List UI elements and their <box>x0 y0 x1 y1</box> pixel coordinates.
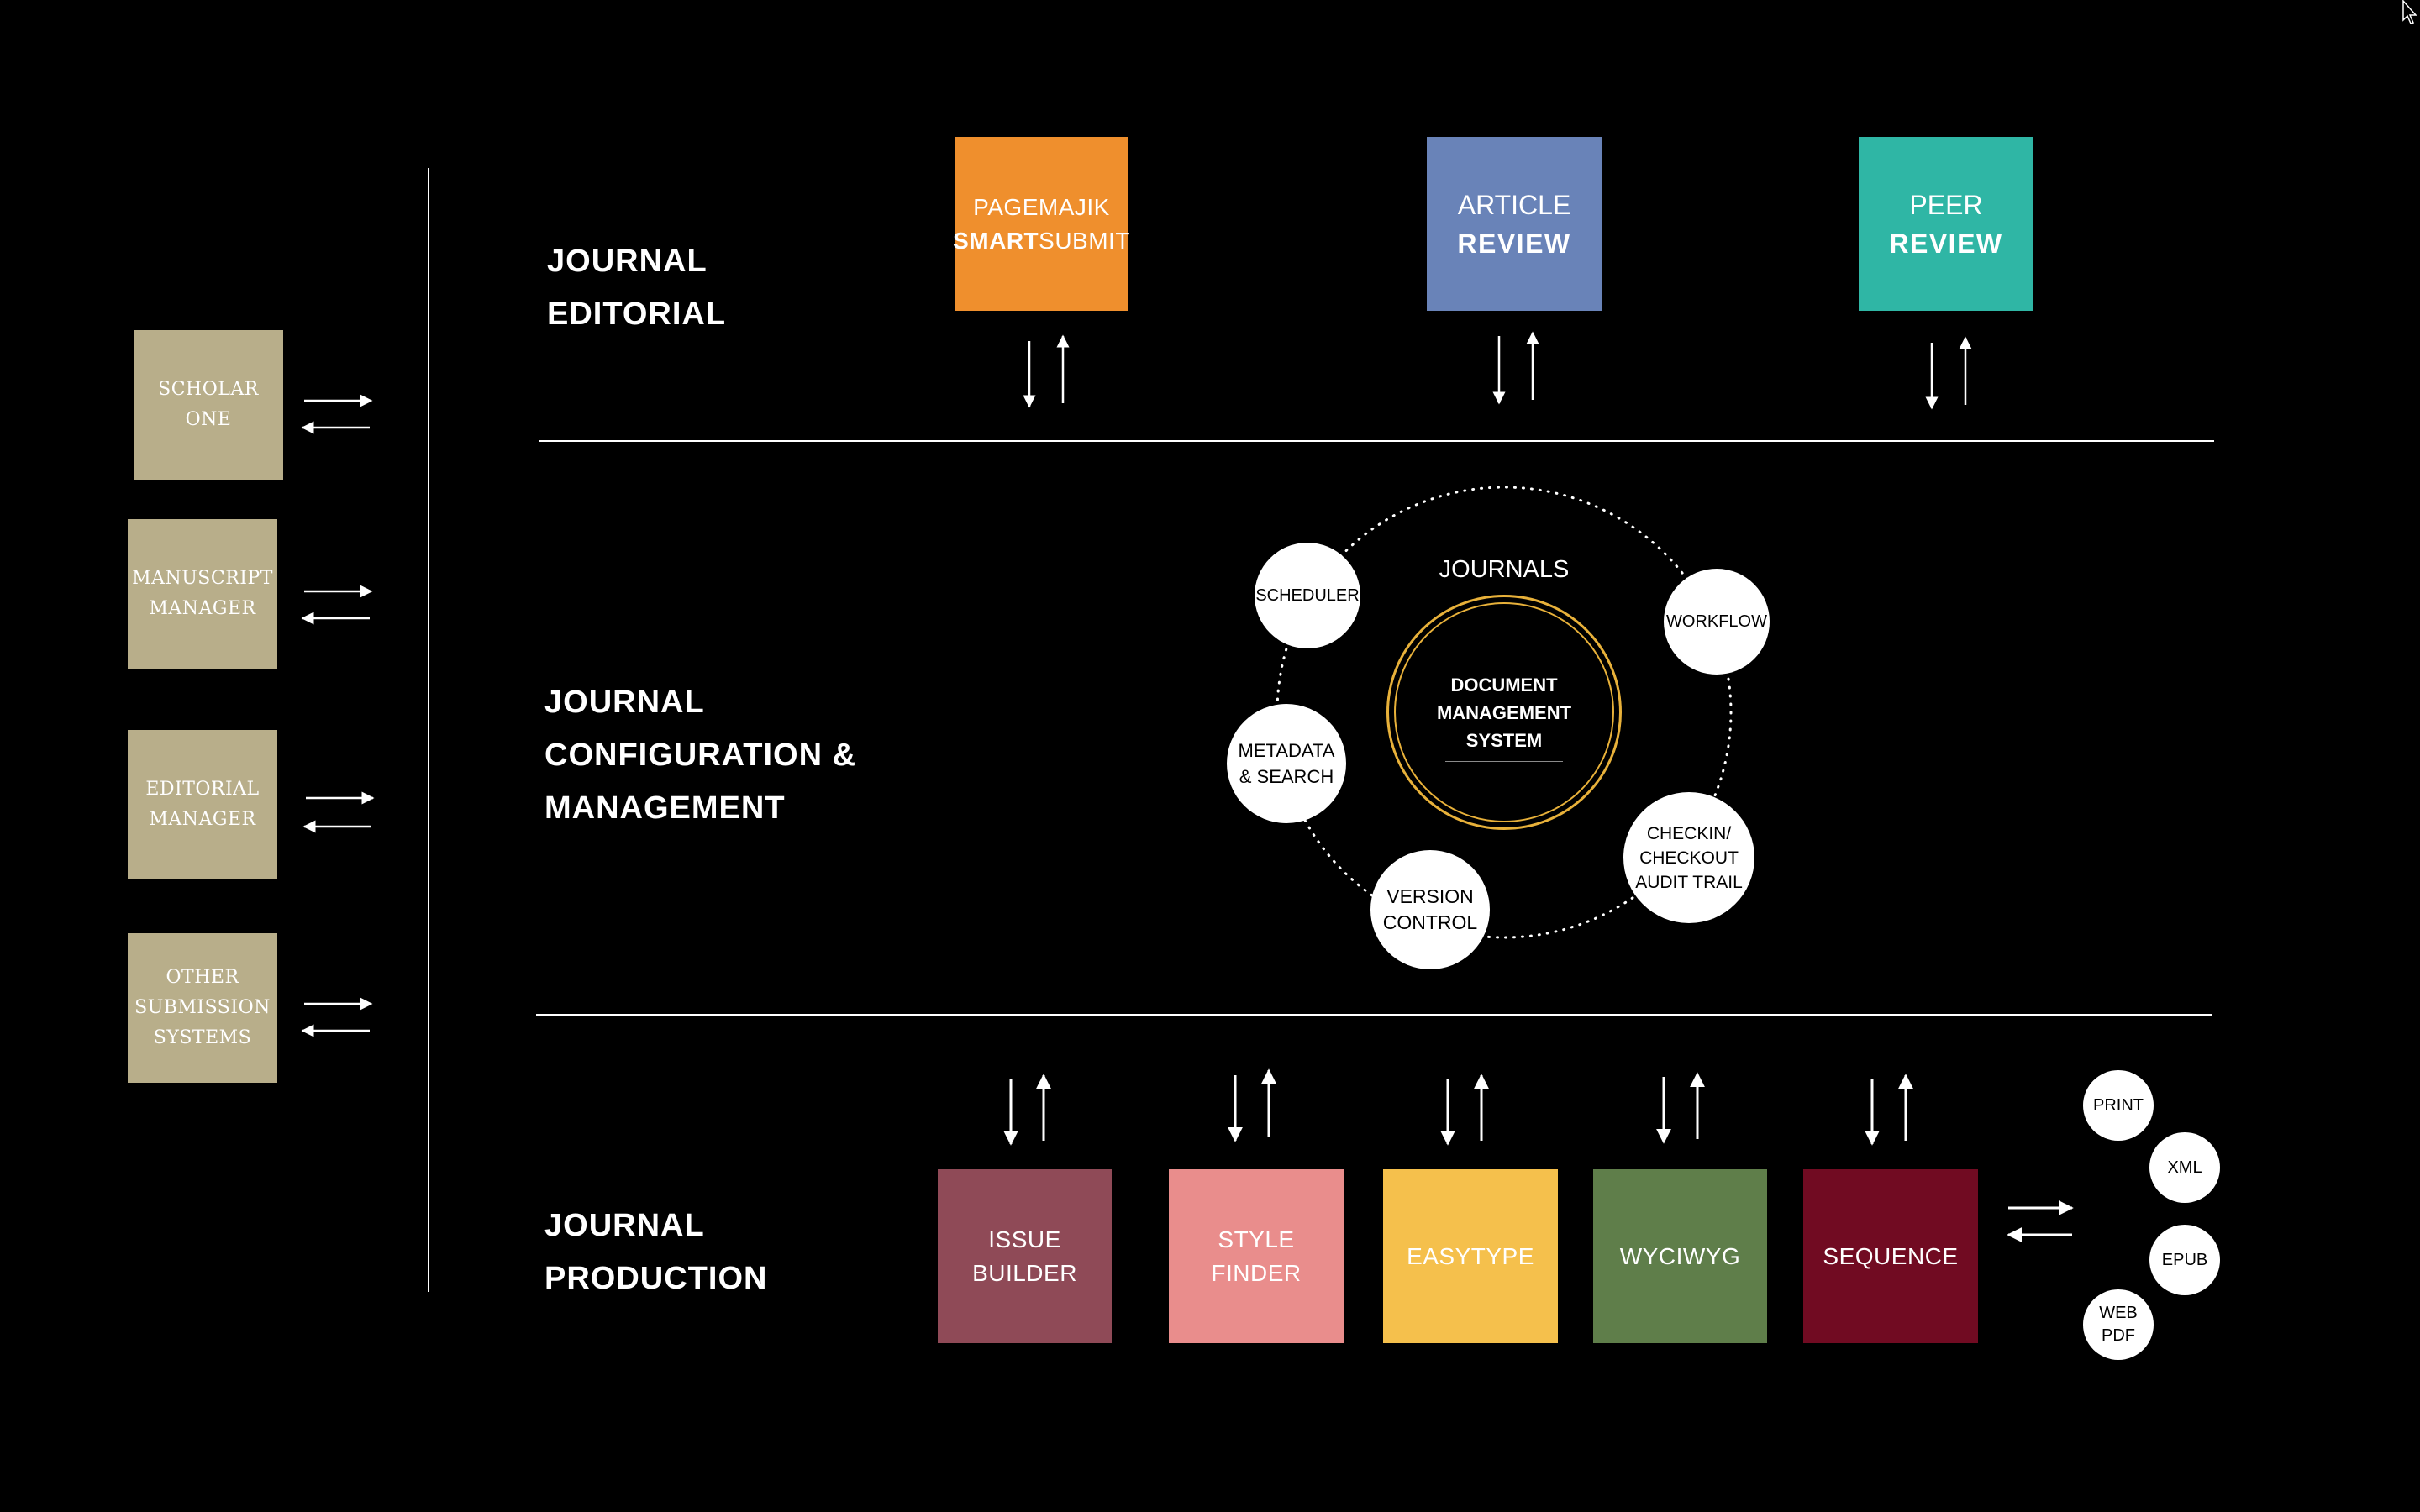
editorial-arrows <box>1023 331 1972 410</box>
section-line1: JOURNAL <box>544 685 705 720</box>
dms-line2: MANAGEMENT <box>1436 701 1572 723</box>
module-line2-bold: SMART <box>953 227 1039 254</box>
article-review-module[interactable]: ARTICLE REVIEW <box>1427 137 1602 311</box>
module-line2: SMARTSUBMIT <box>953 224 1130 258</box>
peer-review-module[interactable]: PEER REVIEW <box>1859 137 2033 311</box>
dms-orbit <box>1276 486 1733 939</box>
bubble-label: PRINT <box>2093 1095 2144 1115</box>
style-finder-module[interactable]: STYLE FINDER <box>1169 1169 1344 1343</box>
bubble-line2: & SEARCH <box>1239 766 1334 787</box>
sys-label-line1: OTHER <box>166 967 239 988</box>
workflow-bubble[interactable]: WORKFLOW <box>1664 569 1770 675</box>
module-line1: STYLE <box>1218 1226 1295 1252</box>
section-line3: MANAGEMENT <box>544 790 786 826</box>
document-management-system[interactable]: DOCUMENT MANAGEMENT SYSTEM <box>1386 595 1622 830</box>
bubble-label: EPUB <box>2161 1250 2208 1269</box>
editorial-manager-box[interactable]: EDITORIAL MANAGER <box>128 730 277 879</box>
module-line1: PAGEMAJIK <box>973 193 1110 220</box>
sys-label-line1: SCHOLAR <box>158 379 259 400</box>
section-journal-configuration: JOURNAL CONFIGURATION & MANAGEMENT <box>544 676 856 835</box>
sys-label-line1: MANUSCRIPT <box>132 568 273 589</box>
module-line1: PEER <box>1909 189 1983 220</box>
sys-label-line2: MANAGER <box>149 809 256 830</box>
sys-label-line2: ONE <box>185 409 232 430</box>
dms-line3: SYSTEM <box>1465 729 1543 751</box>
bubble-label: SCHEDULER <box>1255 585 1360 605</box>
bubble-line2: CONTROL <box>1382 911 1478 933</box>
journals-label: JOURNALS <box>1439 556 1570 583</box>
production-arrows <box>1003 1068 1913 1146</box>
xml-output-bubble[interactable]: XML <box>2149 1132 2220 1203</box>
print-output-bubble[interactable]: PRINT <box>2083 1070 2154 1141</box>
section-line1: JOURNAL <box>547 244 708 279</box>
bubble-line1: WEB <box>2099 1304 2138 1322</box>
bubble-label: WORKFLOW <box>1666 612 1767 631</box>
bubble-line1: VERSION <box>1386 885 1474 907</box>
section-line2: EDITORIAL <box>547 297 727 332</box>
submission-arrows <box>301 394 375 1037</box>
bubble-line3: AUDIT TRAIL <box>1635 872 1743 892</box>
epub-output-bubble[interactable]: EPUB <box>2149 1225 2220 1295</box>
wyciwyg-module[interactable]: WYCIWYG <box>1593 1169 1767 1343</box>
bubble-line2: CHECKOUT <box>1639 848 1739 868</box>
module-line1: EASYTYPE <box>1407 1242 1534 1269</box>
sequence-module[interactable]: SEQUENCE <box>1803 1169 1978 1343</box>
section-journal-production: JOURNAL PRODUCTION <box>544 1200 767 1305</box>
dms-inner-ring: DOCUMENT MANAGEMENT SYSTEM <box>1394 602 1614 822</box>
dms-rule-bottom <box>1445 760 1563 762</box>
module-line1: ISSUE <box>988 1226 1061 1252</box>
section-line2: PRODUCTION <box>544 1261 768 1296</box>
module-line1: ARTICLE <box>1457 189 1571 220</box>
other-submission-systems-box[interactable]: OTHER SUBMISSION SYSTEMS <box>128 933 277 1083</box>
bubble-label: XML <box>2167 1158 2202 1177</box>
bubble-line1: METADATA <box>1238 740 1335 761</box>
cursor-icon <box>2402 0 2417 24</box>
sys-label-line1: EDITORIAL <box>145 779 260 800</box>
dms-line1: DOCUMENT <box>1450 674 1558 696</box>
section-line1: JOURNAL <box>544 1208 705 1243</box>
sys-label-line3: SYSTEMS <box>153 1027 252 1048</box>
module-line2: REVIEW <box>1889 228 2003 259</box>
version-control-bubble[interactable]: VERSION CONTROL <box>1370 850 1490 969</box>
module-line2: FINDER <box>1211 1259 1302 1286</box>
checkin-checkout-bubble[interactable]: CHECKIN/ CHECKOUT AUDIT TRAIL <box>1623 792 1754 923</box>
scheduler-bubble[interactable]: SCHEDULER <box>1255 543 1360 648</box>
smartsubmit-module[interactable]: PAGEMAJIK SMARTSUBMIT <box>953 137 1130 311</box>
easytype-module[interactable]: EASYTYPE <box>1383 1169 1558 1343</box>
module-line2-rest: SUBMIT <box>1039 227 1130 254</box>
manuscript-manager-box[interactable]: MANUSCRIPT MANAGER <box>128 519 277 669</box>
sys-label-line2: SUBMISSION <box>134 997 271 1018</box>
bubble-line2: PDF <box>2102 1326 2135 1345</box>
output-arrows <box>2007 1200 2074 1242</box>
metadata-search-bubble[interactable]: METADATA & SEARCH <box>1227 704 1346 823</box>
module-line2: BUILDER <box>972 1259 1077 1286</box>
bubble-line1: CHECKIN/ <box>1646 823 1732 843</box>
module-line2: REVIEW <box>1457 228 1571 259</box>
issue-builder-module[interactable]: ISSUE BUILDER <box>938 1169 1112 1343</box>
web-pdf-output-bubble[interactable]: WEB PDF <box>2083 1289 2154 1360</box>
section-line2: CONFIGURATION & <box>544 738 857 773</box>
module-line1: SEQUENCE <box>1823 1242 1959 1269</box>
module-line1: WYCIWYG <box>1619 1242 1741 1269</box>
scholar-one-box[interactable]: SCHOLAR ONE <box>134 330 283 480</box>
sys-label-line2: MANAGER <box>149 598 256 619</box>
section-journal-editorial: JOURNAL EDITORIAL <box>547 235 726 341</box>
